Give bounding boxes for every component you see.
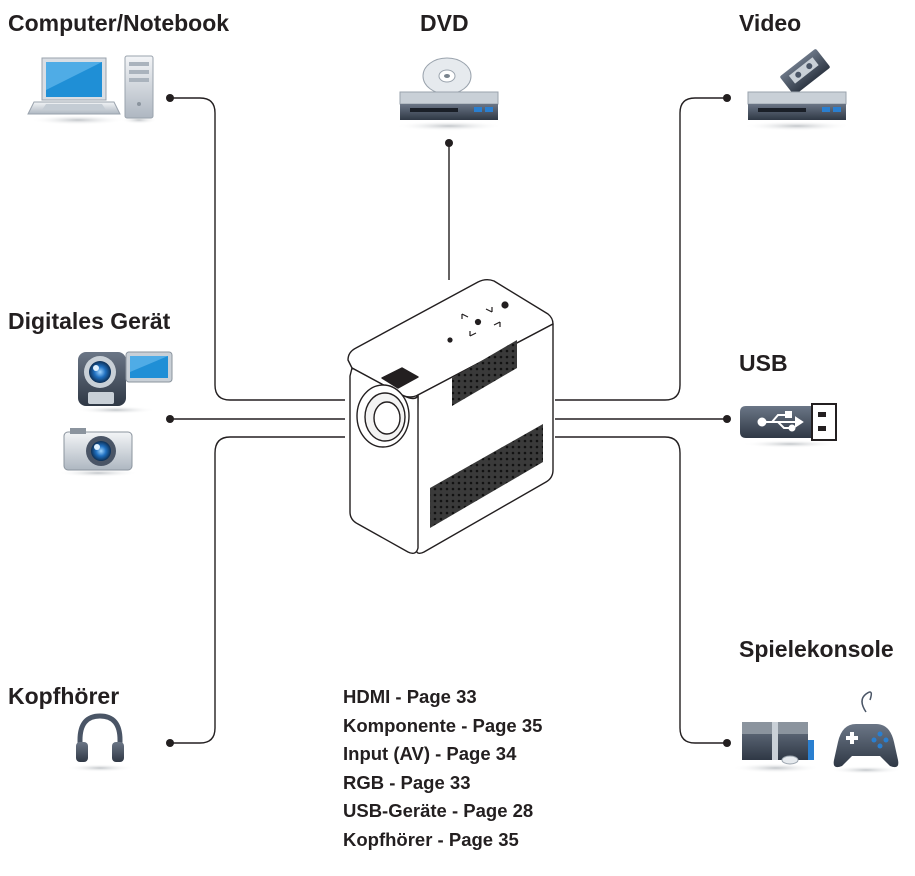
reference-usb-devices: USB-Geräte - Page 28 (343, 800, 534, 822)
desktop-tower-icon (121, 55, 157, 124)
label-game-console: Spielekonsole (739, 636, 894, 662)
line-headphones (170, 436, 345, 744)
usb-stick-icon (740, 403, 838, 448)
reference-input-av: Input (AV) - Page 34 (343, 743, 517, 765)
headphones-icon (66, 713, 134, 772)
game-console-icon (732, 722, 820, 773)
connection-lines (170, 97, 727, 744)
line-console (555, 436, 727, 744)
reference-hdmi: HDMI - Page 33 (343, 686, 477, 707)
dvd-player-icon (395, 57, 503, 131)
label-digital-device: Digitales Gerät (8, 308, 171, 334)
gamepad-icon (830, 691, 902, 774)
camera-icon (58, 428, 138, 477)
video-recorder-icon (743, 49, 851, 131)
line-video (555, 97, 727, 401)
laptop-icon (27, 57, 126, 125)
page-reference-list: HDMI - Page 33 Komponente - Page 35 Inpu… (343, 683, 542, 855)
projector-icon (347, 279, 554, 555)
reference-rgb: RGB - Page 33 (343, 771, 471, 793)
reference-component: Komponente - Page 35 (343, 714, 543, 736)
connection-dots (166, 94, 731, 747)
label-computer-notebook: Computer/Notebook (8, 10, 230, 36)
label-video: Video (739, 10, 802, 36)
line-computer (170, 97, 345, 401)
camcorder-icon (76, 351, 173, 414)
reference-headphones: Kopfhörer - Page 35 (343, 828, 519, 850)
label-dvd: DVD (420, 10, 469, 36)
label-headphones: Kopfhörer (8, 683, 120, 709)
label-usb: USB (739, 350, 788, 376)
